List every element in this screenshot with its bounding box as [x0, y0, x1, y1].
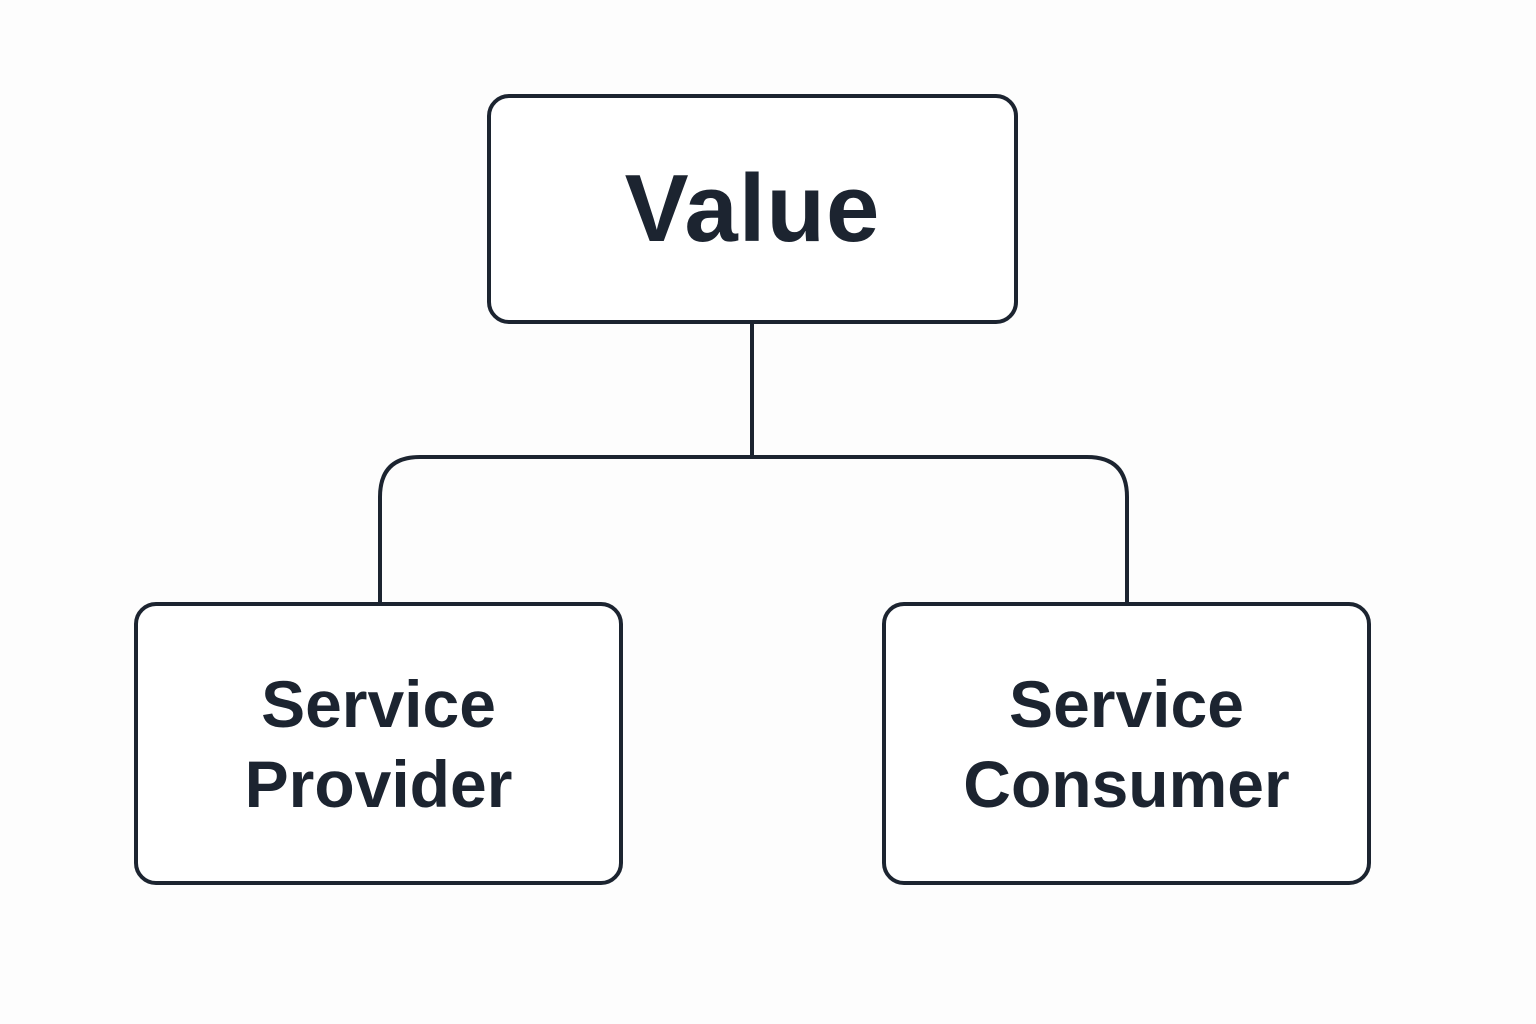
service-provider-label-line2: Provider [244, 746, 513, 821]
service-provider-label: Service Provider [245, 664, 513, 824]
service-consumer-label-line2: Consumer [963, 746, 1290, 821]
value-node-label: Value [624, 155, 881, 262]
service-provider-label-line1: Service [261, 666, 496, 741]
service-consumer-label: Service Consumer [963, 664, 1289, 824]
service-consumer-node: Service Consumer [882, 602, 1371, 885]
connector-branch [378, 455, 1129, 602]
service-provider-node: Service Provider [134, 602, 623, 885]
value-node: Value [487, 94, 1018, 324]
service-consumer-label-line1: Service [1009, 666, 1244, 741]
